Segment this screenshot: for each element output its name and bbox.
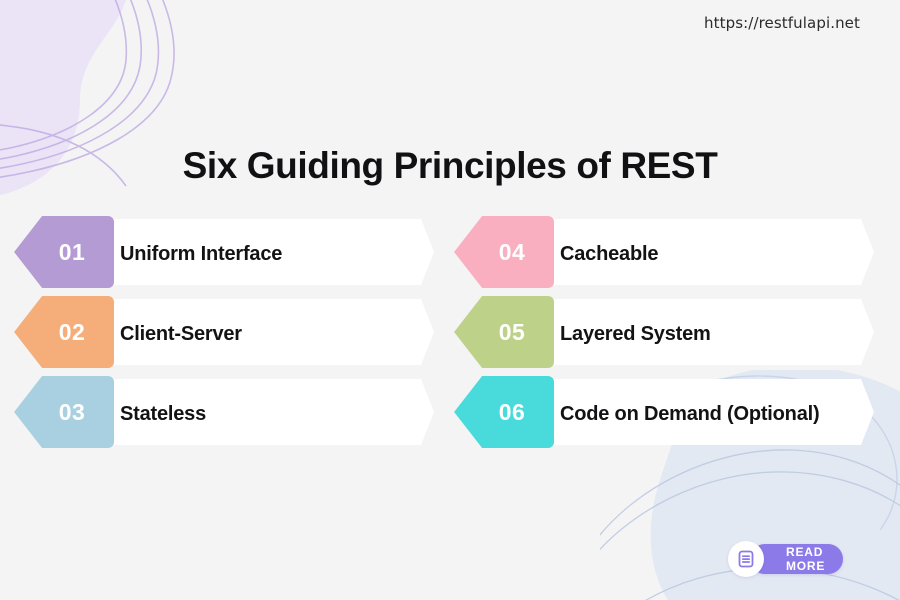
principle-banner (62, 379, 434, 445)
principle-banner (502, 219, 874, 285)
read-more-icon-circle[interactable] (728, 541, 764, 577)
read-more-button[interactable]: READ MORE (728, 541, 844, 577)
principle-number-badge: 04 (454, 216, 554, 288)
read-more-label: READ MORE (786, 545, 826, 573)
principle-number: 03 (58, 398, 86, 425)
principle-item[interactable]: 01 Uniform Interface (14, 214, 454, 294)
document-lines-icon (738, 550, 754, 568)
principle-label: Code on Demand (Optional) (560, 402, 820, 425)
principle-banner (502, 299, 874, 365)
principle-number-badge: 02 (14, 296, 114, 368)
principle-number-badge: 05 (454, 296, 554, 368)
principles-grid: 01 Uniform Interface 04 Cacheable 02 Cli… (14, 214, 886, 454)
read-more-pill[interactable]: READ MORE (750, 544, 844, 574)
principle-item[interactable]: 03 Stateless (14, 374, 454, 454)
principle-number-badge: 01 (14, 216, 114, 288)
principle-banner (62, 219, 434, 285)
principle-number: 06 (498, 398, 526, 425)
decorative-blob-top-left (0, 0, 175, 196)
principle-banner (62, 299, 434, 365)
principle-label: Layered System (560, 322, 711, 345)
principle-item[interactable]: 06 Code on Demand (Optional) (454, 374, 894, 454)
principle-label: Client-Server (120, 322, 242, 345)
principle-item[interactable]: 02 Client-Server (14, 294, 454, 374)
principle-number: 01 (58, 238, 86, 265)
principle-banner (502, 379, 874, 445)
principle-item[interactable]: 05 Layered System (454, 294, 894, 374)
principle-number: 05 (498, 318, 526, 345)
page-title: Six Guiding Principles of REST (182, 144, 718, 186)
principle-label: Stateless (120, 402, 207, 425)
principle-label: Uniform Interface (120, 242, 283, 265)
principle-number: 02 (58, 318, 86, 345)
principle-number: 04 (498, 238, 526, 265)
principle-item[interactable]: 04 Cacheable (454, 214, 894, 294)
principle-number-badge: 03 (14, 376, 114, 448)
principle-label: Cacheable (560, 242, 659, 265)
site-url: https://restfulapi.net (704, 14, 860, 32)
principle-number-badge: 06 (454, 376, 554, 448)
